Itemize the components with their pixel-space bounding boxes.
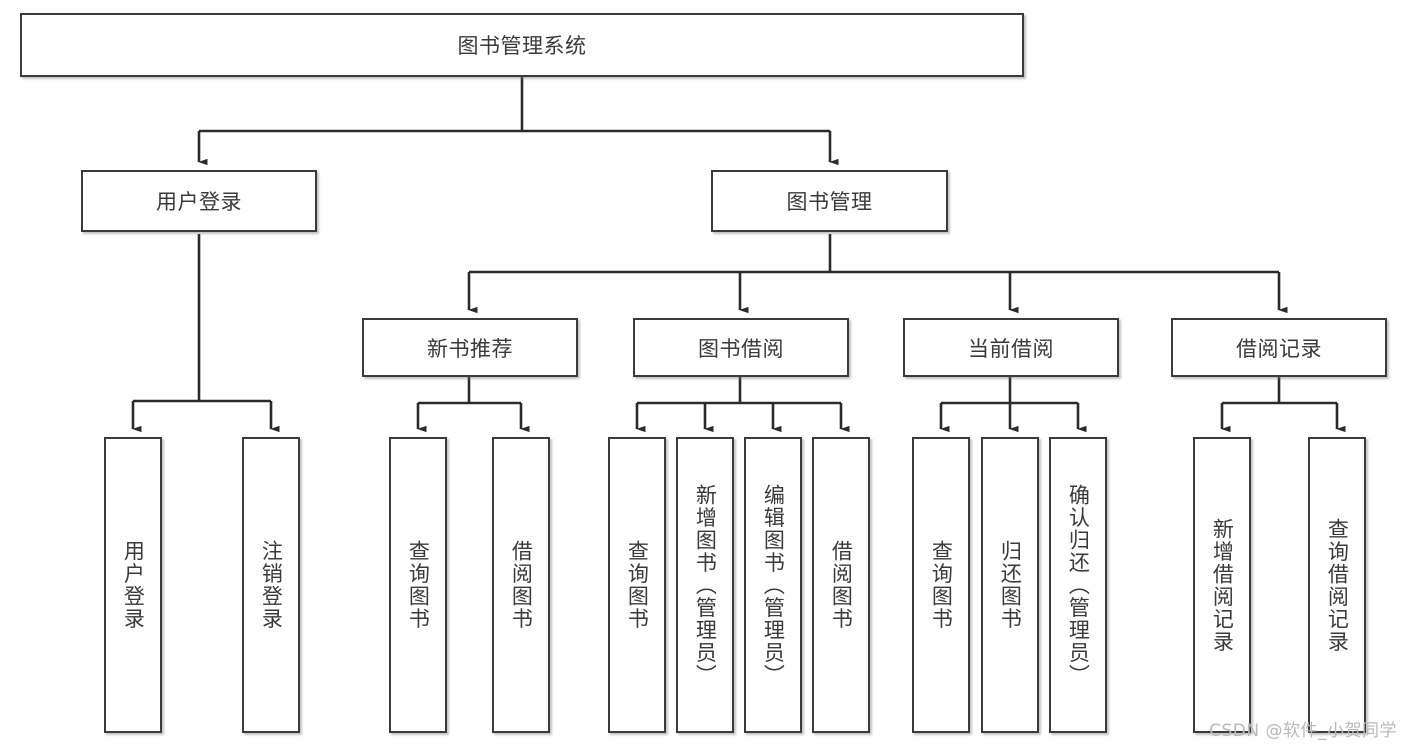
- node-label: 新增借阅记录: [1210, 517, 1235, 653]
- node-label: 当前借阅: [968, 336, 1054, 361]
- node-label: 查询图书: [625, 540, 650, 630]
- node-new-book-recommend[interactable]: 新书推荐: [362, 318, 578, 377]
- leaf-new-book-query-book[interactable]: 查询图书: [389, 437, 447, 733]
- node-book-management[interactable]: 图书管理: [711, 170, 948, 232]
- node-label: 用户登录: [121, 540, 146, 630]
- node-label: 编辑图书（管理员）: [761, 483, 786, 687]
- leaf-borrow-borrow-book[interactable]: 借阅图书: [812, 437, 870, 733]
- node-label: 查询图书: [929, 540, 954, 630]
- leaf-borrow-edit-book-admin[interactable]: 编辑图书（管理员）: [744, 437, 802, 733]
- node-label: 借阅记录: [1236, 336, 1322, 361]
- leaf-user-login[interactable]: 用户登录: [104, 437, 162, 733]
- node-label: 用户登录: [156, 190, 242, 214]
- node-current-borrow[interactable]: 当前借阅: [903, 318, 1119, 377]
- leaf-current-query-book[interactable]: 查询图书: [912, 437, 970, 733]
- node-label: 图书管理: [786, 190, 873, 214]
- leaf-record-add-borrow-record[interactable]: 新增借阅记录: [1193, 437, 1251, 733]
- node-label: 图书管理系统: [457, 34, 587, 58]
- leaf-record-query-borrow-record[interactable]: 查询借阅记录: [1308, 437, 1366, 733]
- node-label: 图书借阅: [698, 336, 784, 361]
- node-label: 查询借阅记录: [1325, 517, 1350, 653]
- leaf-current-confirm-return-admin[interactable]: 确认归还（管理员）: [1049, 437, 1107, 733]
- node-user-login[interactable]: 用户登录: [81, 170, 317, 232]
- leaf-current-return-book[interactable]: 归还图书: [981, 437, 1039, 733]
- node-label: 确认归还（管理员）: [1066, 483, 1091, 687]
- leaf-logout[interactable]: 注销登录: [242, 437, 300, 733]
- node-root-book-management-system[interactable]: 图书管理系统: [20, 13, 1024, 77]
- leaf-borrow-add-book-admin[interactable]: 新增图书（管理员）: [676, 437, 734, 733]
- node-borrow-record[interactable]: 借阅记录: [1171, 318, 1387, 377]
- node-label: 注销登录: [259, 540, 284, 630]
- node-book-borrow[interactable]: 图书借阅: [633, 318, 849, 377]
- node-label: 归还图书: [998, 540, 1023, 630]
- node-label: 新增图书（管理员）: [693, 483, 718, 687]
- node-label: 新书推荐: [427, 336, 513, 361]
- leaf-borrow-query-book[interactable]: 查询图书: [608, 437, 666, 733]
- node-label: 查询图书: [406, 540, 431, 630]
- leaf-new-book-borrow-book[interactable]: 借阅图书: [492, 437, 550, 733]
- node-label: 借阅图书: [829, 540, 854, 630]
- csdn-watermark: CSDN @软件_小贺同学: [1209, 721, 1397, 741]
- node-label: 借阅图书: [509, 540, 534, 630]
